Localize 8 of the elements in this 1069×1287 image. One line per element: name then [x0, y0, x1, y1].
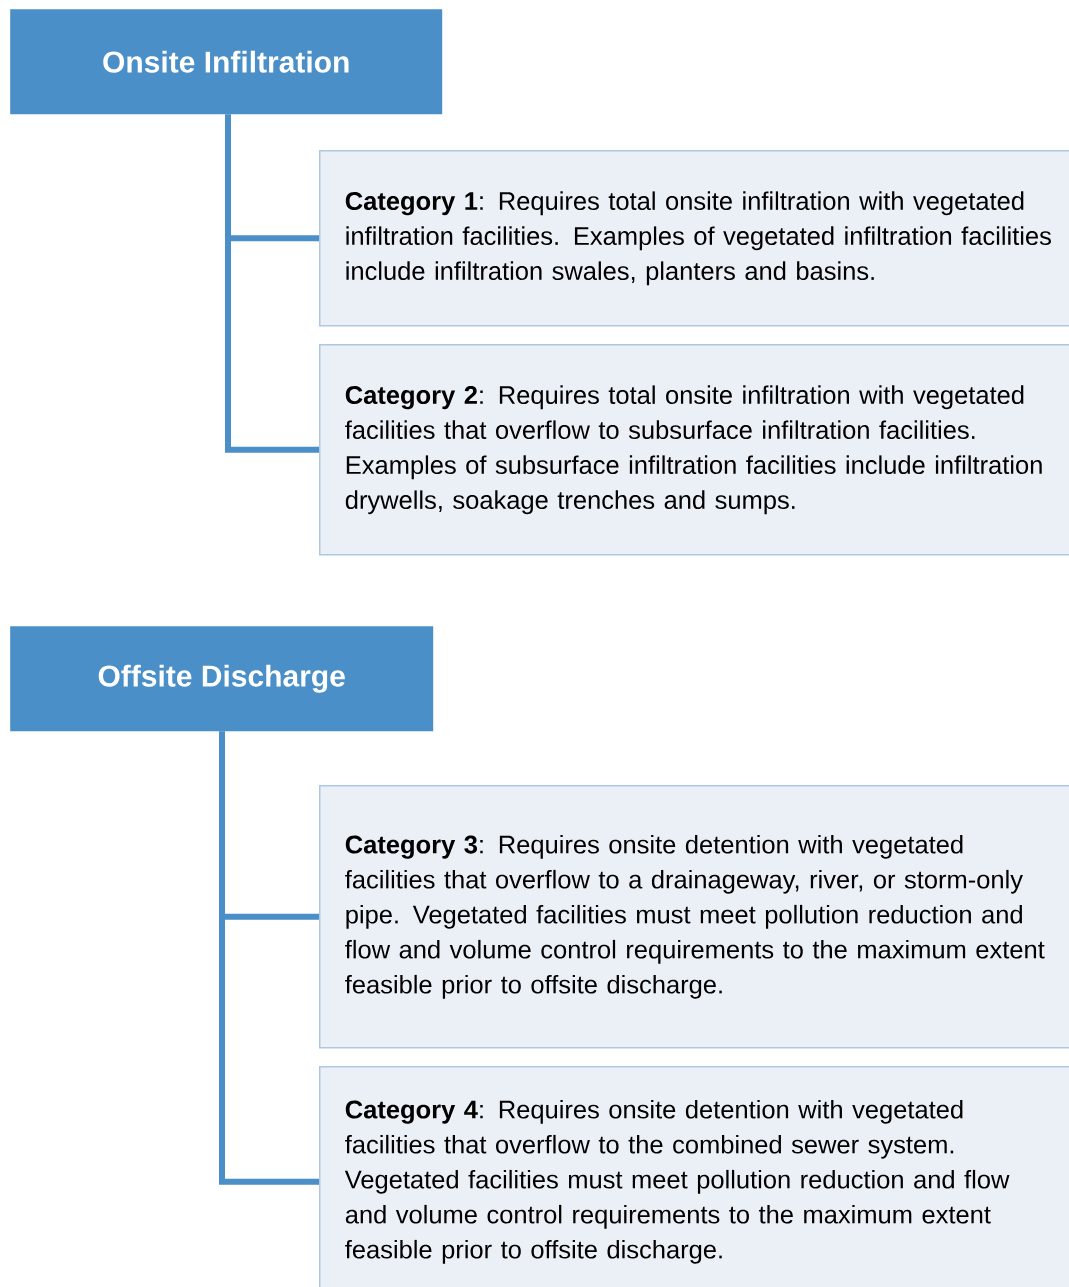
connector-line	[219, 731, 319, 1185]
category-box: Category 2: Requires total onsite infiltration with vegetated facilities that overflow to subsurface infiltration facilities. Examples of subsurface infiltration facilities include infiltration drywells, soakage trenches and sumps.	[319, 344, 1069, 556]
category-box: Category 3: Requires onsite detention with vegetated facilities that overflow to a drainageway, river, or storm-only pipe. Vegetated facilities must meet pollution reduction and flow and volume control requirements to the maximum extent feasible prior to offsite discharge.	[319, 785, 1069, 1049]
heading-box: Offsite Discharge	[10, 626, 434, 732]
category-box: Category 1: Requires total onsite infiltration with vegetated infiltration facilities. Examples of vegetated infiltration facilities include infiltration swales, planters and basins.	[319, 150, 1069, 327]
category-box: Category 4: Requires onsite detention with vegetated facilities that overflow to the combined sewer system. Vegetated facilities must meet pollution reduction and flow and volume control requirements to the maximum extent feasible prior to offsite discharge.	[319, 1066, 1069, 1287]
heading-box: Onsite Infiltration	[10, 9, 443, 115]
connector-line	[225, 114, 319, 453]
